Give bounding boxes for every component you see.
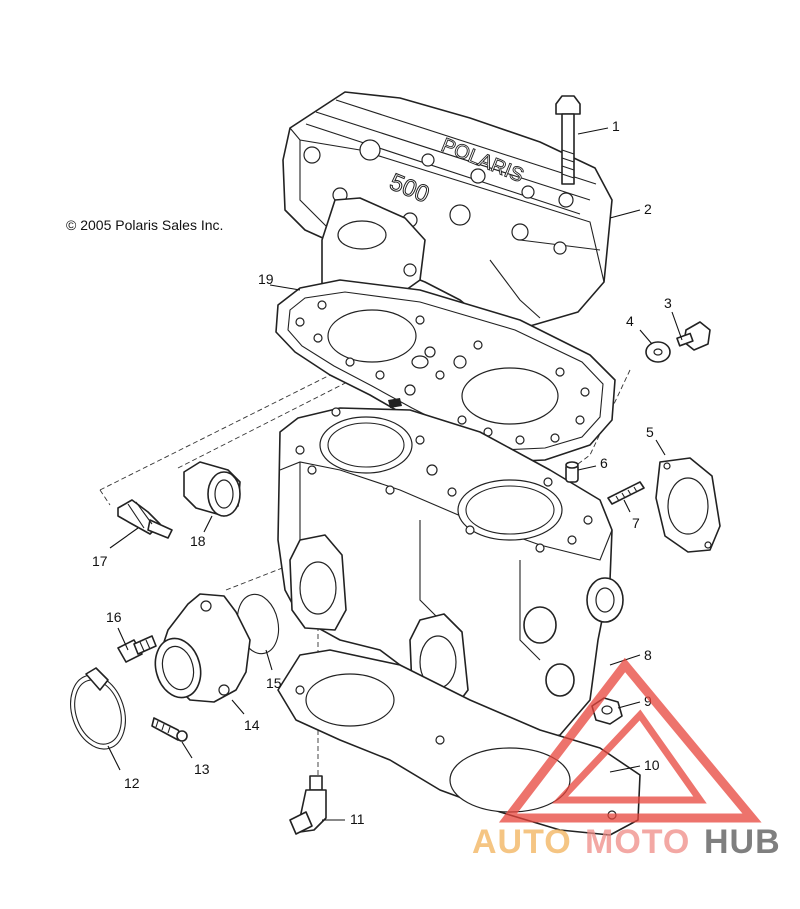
watermark-auto-text: AUTO [472,823,572,861]
callout-13: 13 [194,761,210,777]
callout-8: 8 [644,647,652,663]
callout-17: 17 [92,553,108,569]
callout-15: 15 [266,675,282,691]
watermark-moto-text: MOTO [585,823,690,861]
elbow-fitting [289,775,327,835]
callout-2: 2 [644,201,652,217]
hose-clamp [70,667,126,750]
callout-18: 18 [190,533,206,549]
callout-19: 19 [258,271,274,287]
flange-gasket [655,457,721,553]
callout-11: 11 [350,811,365,827]
callout-14: 14 [244,717,260,733]
callout-7: 7 [632,515,640,531]
callout-numbers: 1 2 3 4 5 6 7 8 9 10 11 12 13 14 15 16 1… [92,118,672,827]
callout-16: 16 [106,609,122,625]
callout-10: 10 [644,757,660,773]
callout-9: 9 [644,693,652,709]
watermark-triangle-inner [551,709,707,804]
copyright-text: © 2005 Polaris Sales Inc. [66,217,223,233]
head-bolt [555,95,581,185]
head-gasket [275,279,616,463]
intake-adapter [154,593,251,703]
temperature-sensor [117,499,173,539]
watermark-hub-text: HUB [704,823,781,861]
callout-12: 12 [124,775,140,791]
callout-5: 5 [646,424,654,440]
bleed-screw [676,321,711,351]
watermark-triangle-outer [498,657,762,823]
small-screw [151,717,188,742]
stud [607,481,645,505]
watermark-logo: AUTO MOTO HUB [472,657,781,861]
callout-4: 4 [626,313,634,329]
dowel-pin [565,461,579,483]
cylinder-block [277,407,624,743]
base-gasket [277,649,641,836]
washer [645,341,671,363]
callout-1: 1 [612,118,620,134]
allen-screw [117,635,157,663]
thermostat [183,461,241,517]
leader-lines [107,127,683,821]
callout-3: 3 [664,295,672,311]
callout-6: 6 [600,455,608,471]
